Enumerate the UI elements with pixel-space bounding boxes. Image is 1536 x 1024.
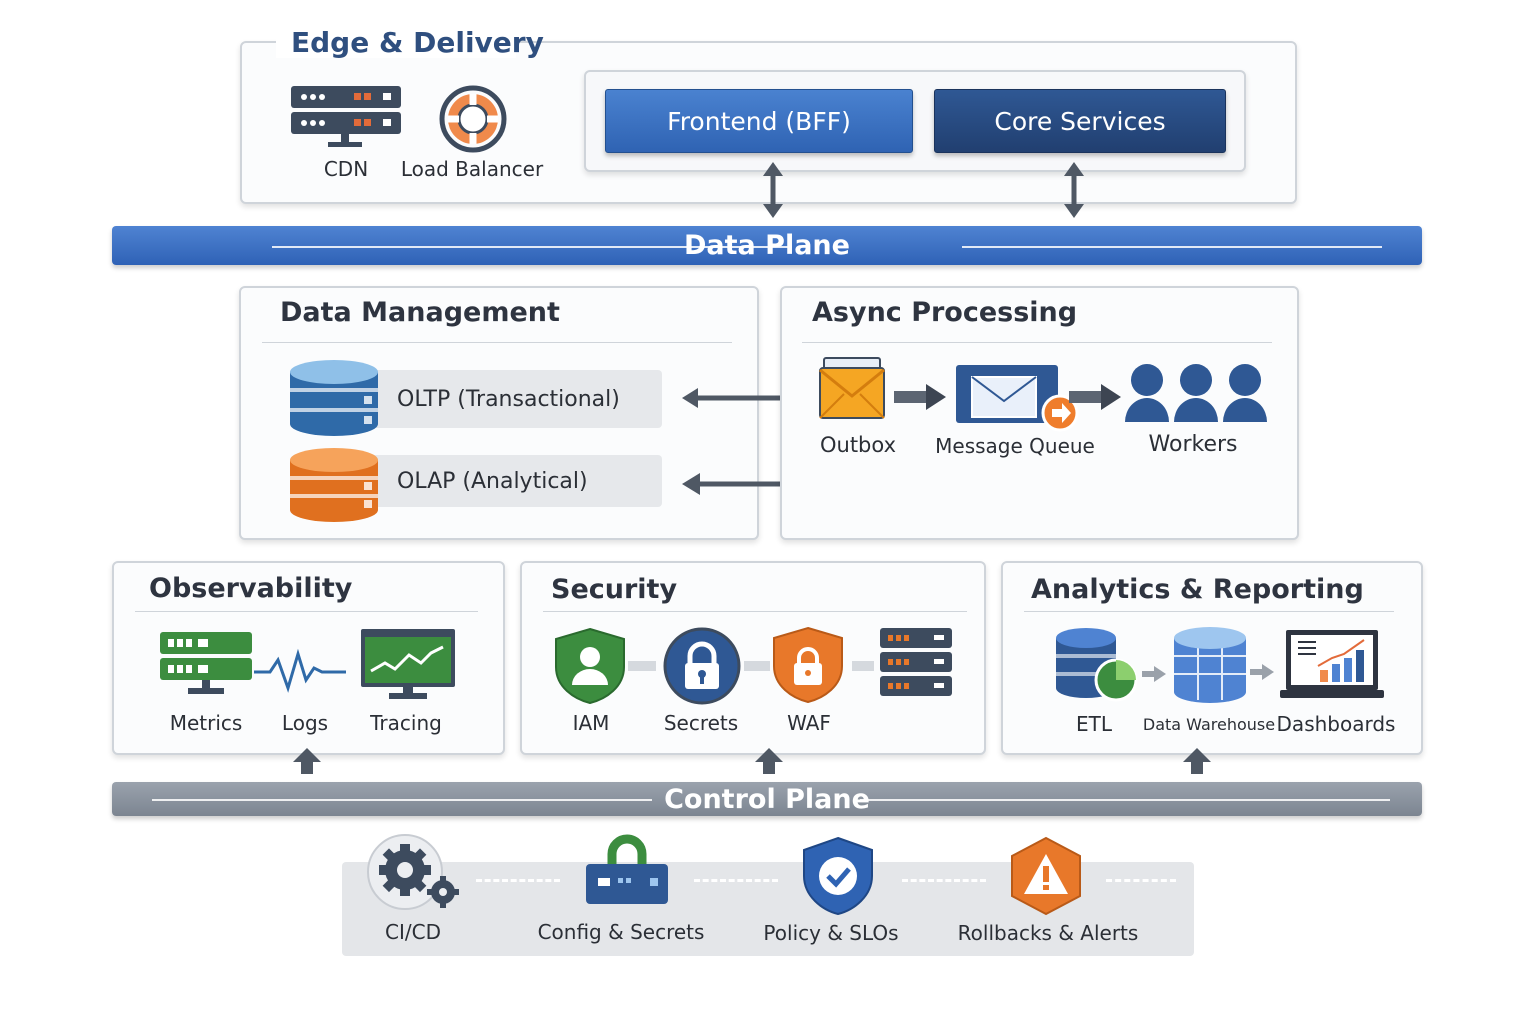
analytics-rule [1024, 611, 1394, 612]
cicd-label: CI/CD [385, 920, 441, 944]
security-connector-1 [628, 661, 656, 671]
control-dash-2 [694, 879, 778, 882]
data-plane-line-left [272, 245, 792, 248]
security-connector-3 [852, 661, 874, 671]
data-management-rule [262, 342, 732, 343]
iam-shield-icon [555, 627, 625, 705]
etl-database-icon [1056, 628, 1138, 702]
dashboards-label: Dashboards [1276, 712, 1396, 736]
frontend-dataplane-arrow [763, 162, 783, 218]
tracing-monitor-icon [361, 629, 455, 699]
observability-up-arrow [293, 748, 321, 774]
data-warehouse-icon [1174, 627, 1246, 703]
control-dash-3 [902, 879, 986, 882]
oltp-label: OLTP (Transactional) [397, 387, 620, 412]
rollback-alert-icon [1011, 836, 1081, 916]
oltp-pill [338, 370, 662, 428]
async-processing-title: Async Processing [812, 297, 1078, 328]
olap-pill [338, 455, 662, 507]
async-processing-rule [802, 342, 1272, 343]
analytics-up-arrow [1183, 748, 1211, 774]
analytics-title: Analytics & Reporting [1031, 574, 1364, 605]
oltp-database-icon [290, 360, 378, 436]
security-up-arrow [755, 748, 783, 774]
outbox-label: Outbox [819, 433, 897, 457]
control-plane-line-right [860, 799, 1390, 801]
control-plane-line-left [152, 799, 652, 801]
observability-rule [135, 611, 478, 612]
logs-waveform-icon [254, 648, 346, 693]
data-management-title: Data Management [280, 297, 560, 328]
workers-label: Workers [1148, 432, 1238, 457]
data-plane-line-right [962, 245, 1382, 248]
observability-title: Observability [149, 573, 353, 604]
metrics-label: Metrics [169, 711, 243, 735]
data-plane-bar: Data Plane [112, 226, 1422, 265]
control-plane-bar: Control Plane [112, 782, 1422, 816]
metrics-server-icon [160, 632, 252, 694]
message-queue-icon [956, 365, 1079, 432]
edge-title-bg [276, 28, 516, 58]
etl-label: ETL [1076, 712, 1112, 736]
control-dash-1 [476, 879, 560, 882]
iam-label: IAM [572, 711, 610, 735]
config-secrets-icon [586, 834, 668, 904]
cdn-label: CDN [323, 157, 369, 181]
security-server-icon [880, 628, 952, 696]
etl-dw-arrow [1142, 666, 1166, 682]
queue-workers-arrow [1069, 384, 1121, 410]
workers-icon [1125, 364, 1267, 422]
data-plane-label: Data Plane [684, 230, 850, 261]
cdn-server-icon [291, 86, 401, 147]
control-plane-label: Control Plane [664, 783, 870, 815]
secrets-lock-icon [663, 627, 741, 705]
rollback-alerts-label: Rollbacks & Alerts [957, 921, 1139, 945]
waf-shield-icon [773, 626, 843, 704]
message-queue-label: Message Queue [935, 434, 1095, 458]
security-connector-2 [744, 661, 770, 671]
policy-slos-label: Policy & SLOs [763, 921, 899, 945]
control-dash-4 [1106, 879, 1176, 882]
olap-database-icon [290, 448, 378, 522]
olap-label: OLAP (Analytical) [397, 469, 588, 494]
cicd-gear-icon [367, 834, 459, 910]
data-warehouse-label: Data Warehouse [1142, 715, 1276, 734]
dashboards-laptop-icon [1280, 630, 1384, 698]
config-secrets-label: Config & Secrets [537, 920, 705, 944]
load-balancer-label: Load Balancer [400, 157, 544, 181]
core-dataplane-arrow [1064, 162, 1084, 218]
frontend-bff-button[interactable]: Frontend (BFF) [605, 89, 913, 153]
core-services-button[interactable]: Core Services [934, 89, 1226, 153]
outbox-queue-arrow [894, 384, 946, 410]
tracing-label: Tracing [370, 711, 442, 735]
outbox-icon [819, 357, 885, 419]
waf-label: WAF [787, 711, 831, 735]
secrets-label: Secrets [663, 711, 739, 735]
dw-dashboards-arrow [1250, 664, 1274, 680]
logs-label: Logs [281, 711, 329, 735]
edge-title: Edge & Delivery [291, 26, 544, 59]
policy-shield-icon [803, 836, 873, 916]
load-balancer-icon [439, 85, 507, 153]
security-title: Security [551, 574, 678, 605]
security-rule [543, 611, 967, 612]
